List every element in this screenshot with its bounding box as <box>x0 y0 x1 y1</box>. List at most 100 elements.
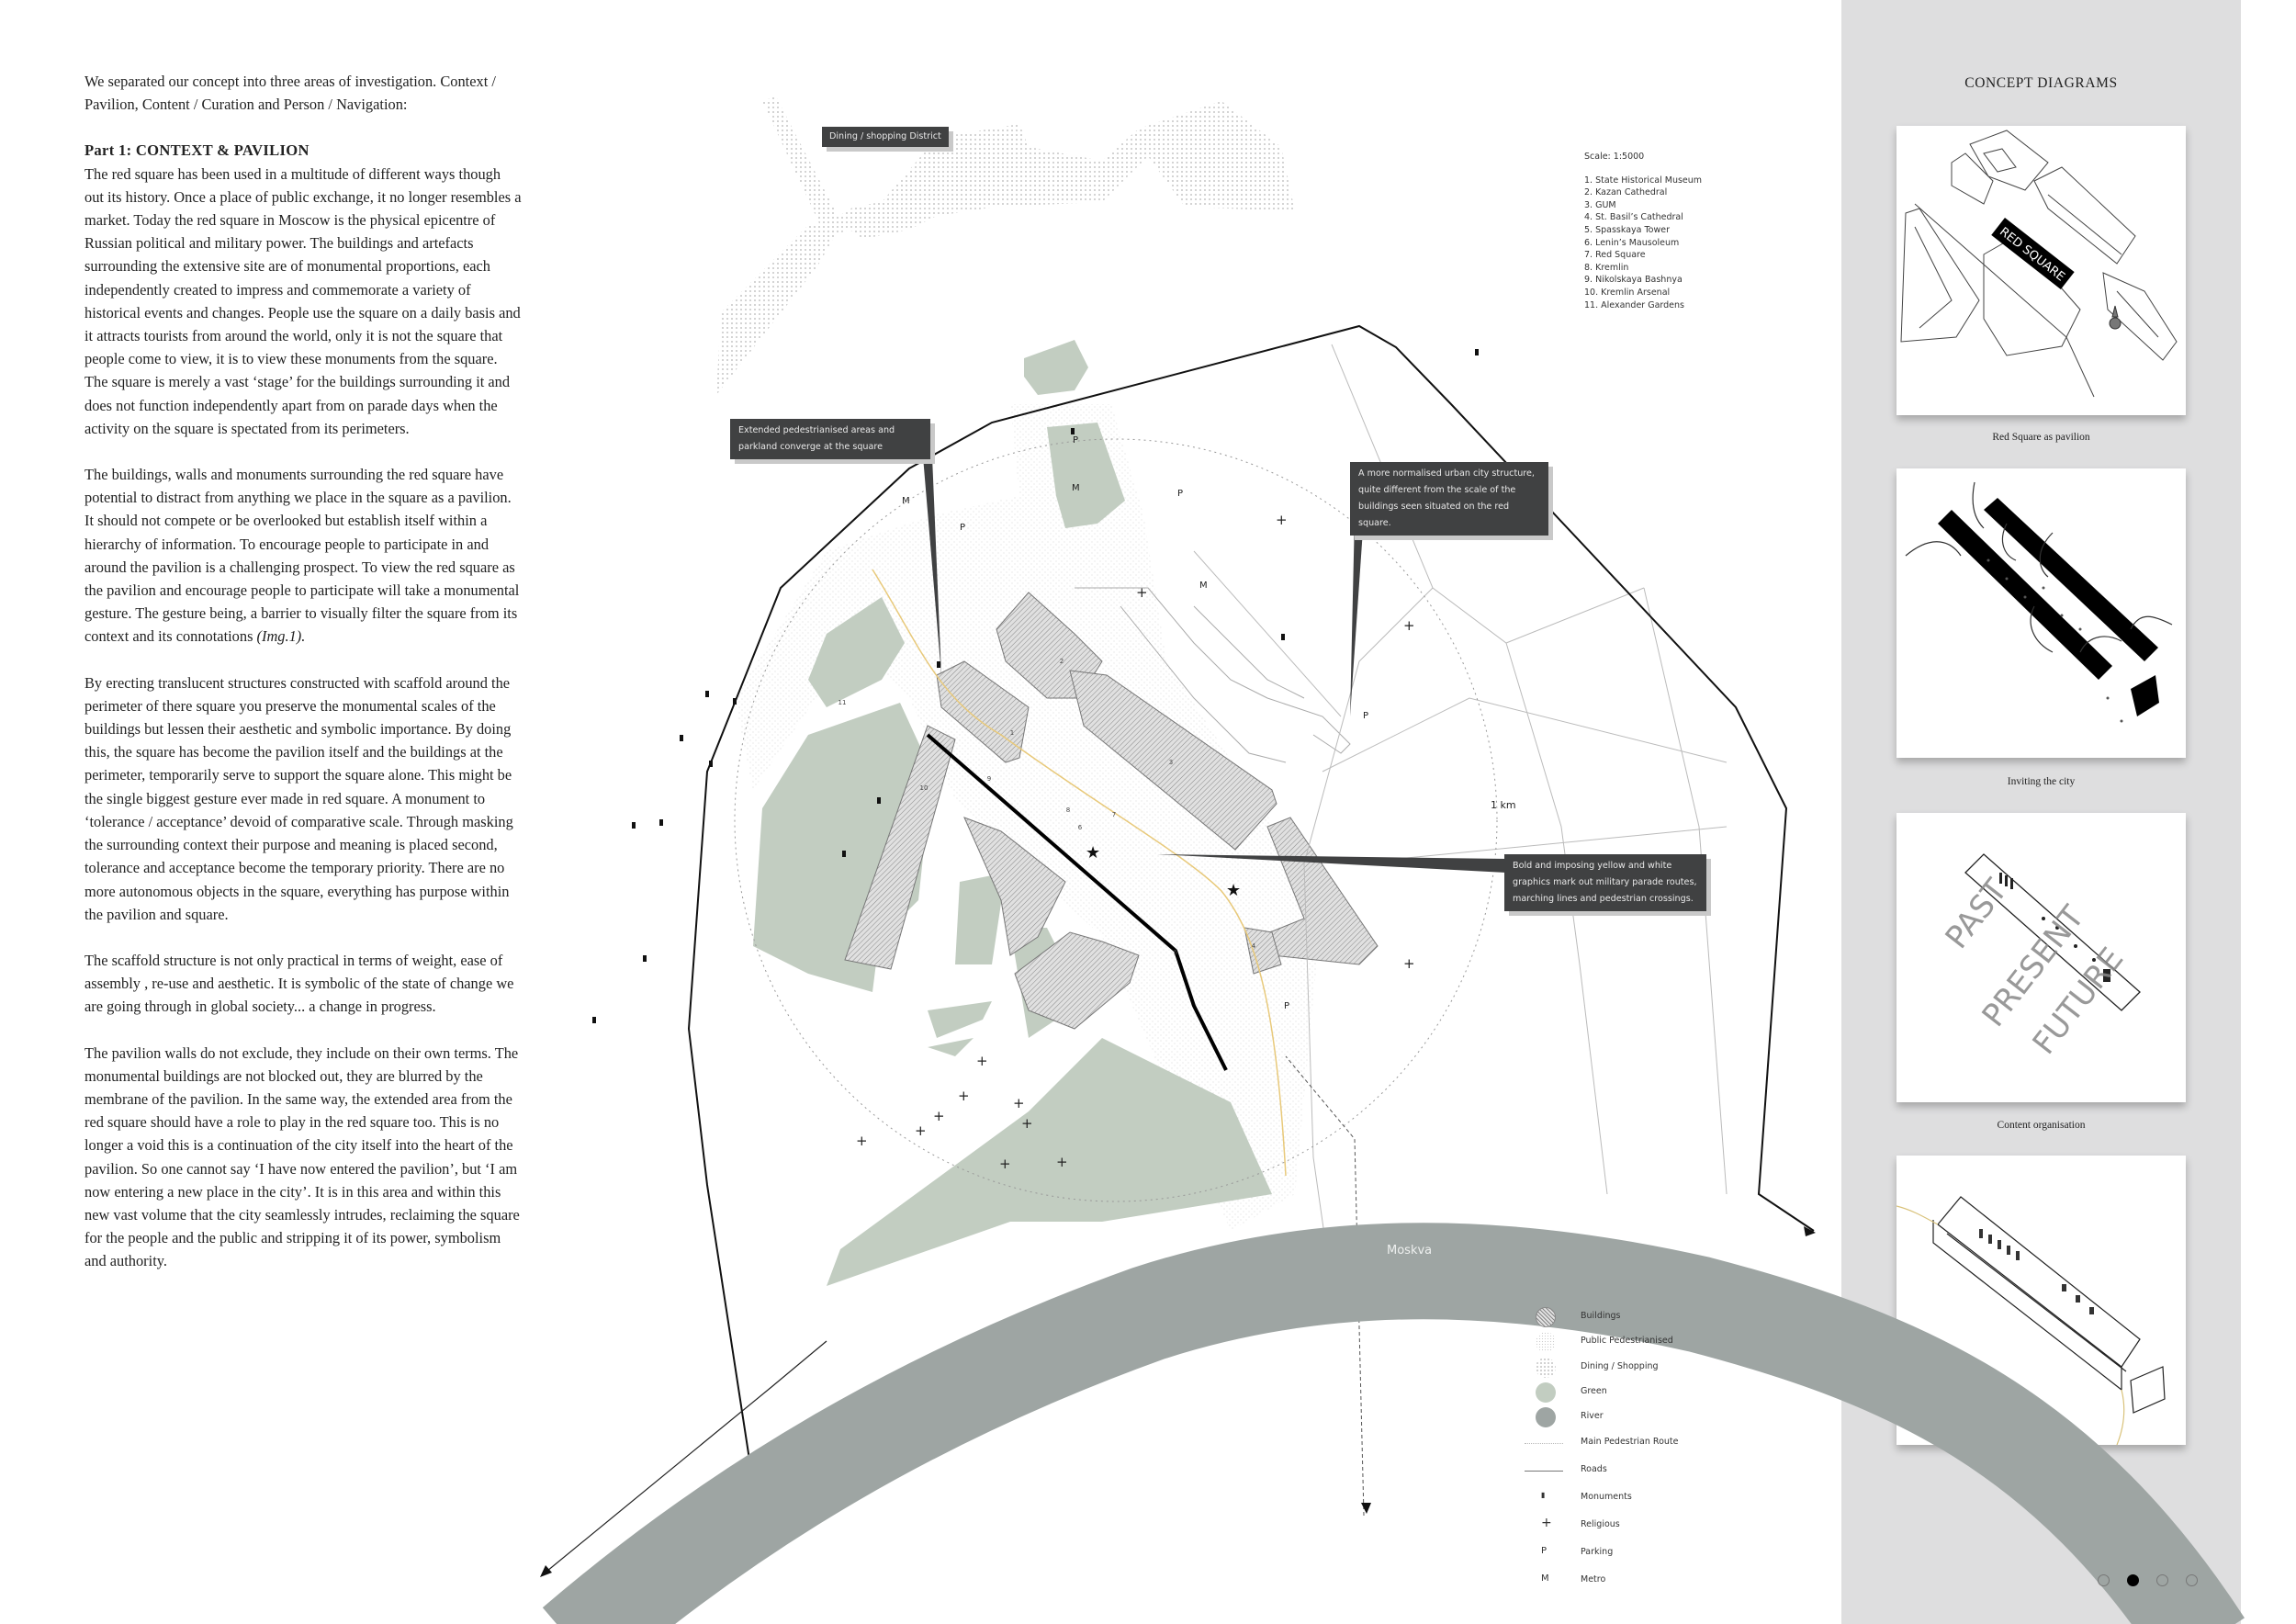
svg-text:+: + <box>933 1108 945 1124</box>
svg-text:+: + <box>915 1122 927 1139</box>
radius-label: 1 km <box>1491 799 1516 811</box>
legend-dining-shopping: Dining / Shopping <box>1525 1358 1763 1378</box>
buildings-swatch <box>1536 1307 1556 1327</box>
key-item: 6. Lenin’s Mausoleum <box>1584 237 1680 248</box>
svg-text:+: + <box>1013 1095 1025 1111</box>
scale-label: Scale: 1:5000 <box>1584 152 1645 162</box>
parking-icon: P <box>1541 1546 1548 1556</box>
road-line-swatch <box>1525 1471 1563 1472</box>
svg-text:3: 3 <box>1169 759 1173 766</box>
red-square-label-box <box>1991 218 2075 290</box>
parking-icon: P <box>960 523 965 533</box>
legend-green: Green <box>1525 1382 1763 1403</box>
paragraph: The buildings, walls and monuments surro… <box>84 463 523 648</box>
svg-text:1: 1 <box>1010 729 1014 737</box>
key-item: 2. Kazan Cathedral <box>1584 187 1668 198</box>
legend-monuments: ▮Monuments <box>1541 1491 1632 1502</box>
svg-text:4: 4 <box>1252 942 1256 950</box>
svg-text:+: + <box>1056 1154 1068 1170</box>
key-item: 5. Spasskaya Tower <box>1584 224 1671 235</box>
callout-pedestrian: Extended pedestrianised areas and parkla… <box>730 419 930 459</box>
route-line-swatch <box>1525 1443 1563 1444</box>
diagram-card-content[interactable]: PAST PRESENT FUTURE <box>1896 813 2186 1102</box>
svg-text:2: 2 <box>1060 658 1064 665</box>
religious-icons: + + + + + + + + + + + + + <box>856 512 1415 1172</box>
legend-roads: Roads <box>1525 1460 1763 1481</box>
svg-text:+: + <box>1136 584 1148 601</box>
key-item: 11. Alexander Gardens <box>1584 299 1684 310</box>
svg-text:+: + <box>958 1088 970 1104</box>
page-dot-1[interactable] <box>2098 1574 2110 1586</box>
metro-icon: M <box>1541 1573 1549 1584</box>
svg-text:+: + <box>1021 1115 1033 1132</box>
legend-main-route: Main Pedestrian Route <box>1525 1433 1763 1453</box>
svg-text:7: 7 <box>1112 811 1116 818</box>
callout-pointer <box>923 457 941 675</box>
key-item: 8. Kremlin <box>1584 262 1629 273</box>
page-dot-3[interactable] <box>2156 1574 2168 1586</box>
buildings <box>844 592 1379 1030</box>
svg-text:5: 5 <box>1174 949 1177 956</box>
callout-urban: A more normalised urban city structure, … <box>1350 462 1548 536</box>
monument-icon: ▮ <box>1541 1491 1546 1499</box>
svg-text:11: 11 <box>838 699 847 706</box>
metro-icon: M <box>1199 581 1208 591</box>
paragraph: The scaffold structure is not only pract… <box>84 951 514 1016</box>
image-reference: (Img.1). <box>253 627 306 646</box>
diagram-card-inviting[interactable] <box>1896 468 2186 758</box>
building-number-markers: 1 2 3 4 5 6 7 8 9 10 11 <box>838 658 1256 956</box>
religious-icon: + <box>1541 1516 1552 1530</box>
green-swatch <box>1536 1382 1556 1403</box>
parking-icon: P <box>1073 435 1078 445</box>
key-item: 3. GUM <box>1584 199 1616 210</box>
body-text-column: We separated our concept into three area… <box>84 70 523 1296</box>
svg-text:9: 9 <box>987 775 991 783</box>
section-heading: Part 1: CONTEXT & PAVILION <box>84 141 310 160</box>
metro-icon: M <box>902 496 910 506</box>
panel-title: CONCEPT DIAGRAMS <box>1964 75 2118 91</box>
page-indicator <box>2098 1574 2198 1586</box>
legend-river: River <box>1525 1407 1763 1427</box>
svg-text:10: 10 <box>920 784 929 792</box>
svg-text:+: + <box>1403 955 1415 972</box>
inviting-city-diagram <box>1905 481 2173 723</box>
legend-religious: +Religious <box>1541 1516 1620 1530</box>
diagram-card-pavilion[interactable]: RED SQUARE <box>1896 126 2186 415</box>
monument-icons <box>592 349 1479 1023</box>
parking-icon: P <box>1284 1001 1289 1011</box>
metro-icon: M <box>1072 483 1080 493</box>
callout-dining: Dining / shopping District <box>822 127 949 147</box>
key-item: 1. State Historical Museum <box>1584 175 1703 186</box>
paragraph: The pavilion walls do not exclude, they … <box>84 1043 520 1270</box>
callout-pointer <box>1350 516 1364 716</box>
dining-shopping-area <box>716 96 1295 395</box>
map-key: Scale: 1:5000 1. State Historical Museum… <box>1584 151 1702 311</box>
svg-text:+: + <box>1276 512 1288 528</box>
map-symbols: M M M P P P P P <box>902 435 1368 1011</box>
callout-graphics: Bold and imposing yellow and white graph… <box>1504 854 1706 911</box>
parking-icon: P <box>1177 489 1183 499</box>
key-item: 7. Red Square <box>1584 250 1646 261</box>
ring-road <box>687 324 1815 1544</box>
svg-text:+: + <box>856 1133 868 1149</box>
svg-text:6: 6 <box>1078 824 1083 831</box>
svg-text:+: + <box>976 1053 988 1069</box>
star-icons: ★ ★ <box>1086 843 1241 900</box>
parking-icon: P <box>1363 711 1368 721</box>
paragraph: The red square has been used in a multit… <box>84 164 522 437</box>
svg-text:+: + <box>1403 617 1415 634</box>
river-swatch <box>1536 1407 1556 1427</box>
urban-blocks <box>1075 587 1351 763</box>
dining-swatch <box>1536 1358 1556 1378</box>
page-dot-4[interactable] <box>2186 1574 2198 1586</box>
key-item: 10. Kremlin Arsenal <box>1584 287 1671 298</box>
intro-paragraph: We separated our concept into three area… <box>84 73 496 114</box>
page-dot-2-active[interactable] <box>2127 1574 2139 1586</box>
svg-text:+: + <box>999 1156 1011 1172</box>
callout-pointer <box>1157 854 1506 873</box>
svg-text:8: 8 <box>1066 806 1070 814</box>
pedestrian-swatch <box>1536 1332 1556 1352</box>
